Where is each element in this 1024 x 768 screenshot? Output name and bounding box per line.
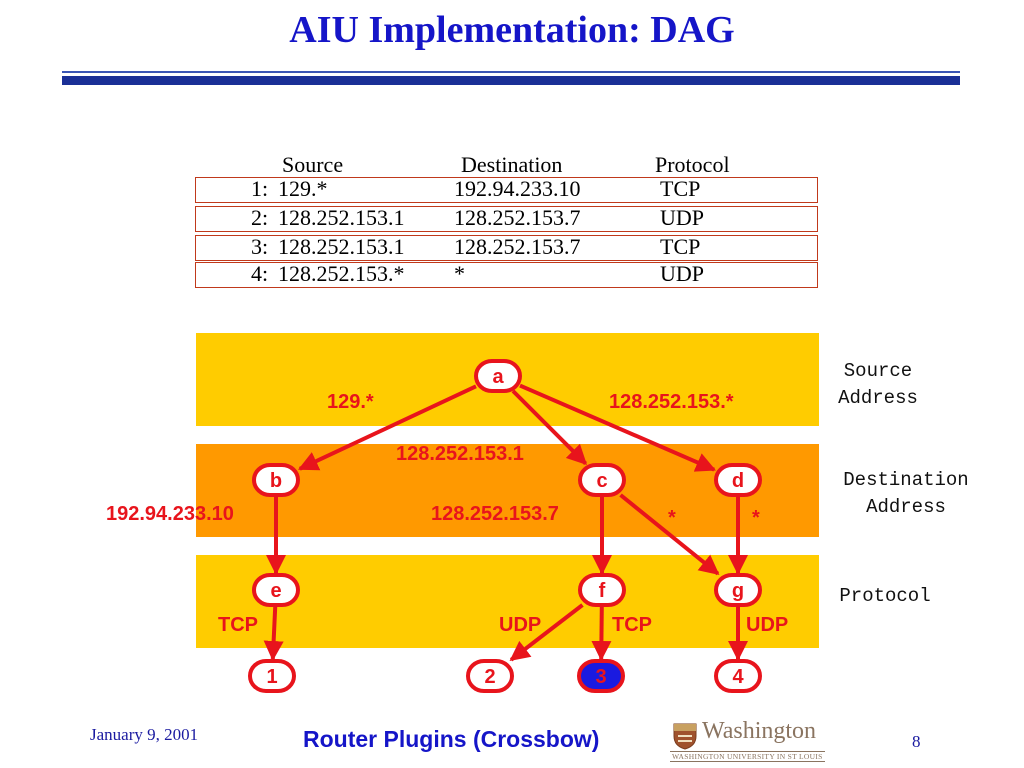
row-protocol: UDP xyxy=(660,205,705,230)
row-number: 4: xyxy=(251,261,269,286)
dag-node-label: f xyxy=(599,580,606,602)
row-source: 128.252.153.1 xyxy=(278,234,405,259)
dag-node-label: c xyxy=(596,470,607,492)
edge-label-c-g: * xyxy=(668,507,676,529)
row-protocol: TCP xyxy=(660,234,701,259)
row-number: 1: xyxy=(251,176,269,201)
edge-label-g-4: UDP xyxy=(746,614,789,636)
table-row: 1: 129.* 192.94.233.10 TCP xyxy=(195,176,818,203)
dag-node-label: 2 xyxy=(484,666,495,688)
dag-edge-e-1 xyxy=(263,604,284,661)
dag-edge-a-b xyxy=(298,384,477,471)
edge-label-c-f: 128.252.153.7 xyxy=(431,503,559,525)
edge-label-e-1: TCP xyxy=(218,614,258,636)
university-logo: Washington WASHINGTON UNIVERSITY IN ST L… xyxy=(670,718,835,762)
dag-edges xyxy=(263,383,748,662)
table-row: 4: 128.252.153.* * UDP xyxy=(195,261,818,288)
logo-subtitle: WASHINGTON UNIVERSITY IN ST LOUIS xyxy=(670,751,825,762)
table-header-protocol: Protocol xyxy=(655,152,730,177)
edge-label-f-3: TCP xyxy=(612,614,652,636)
rounded-node-icon xyxy=(252,463,300,497)
row-protocol: UDP xyxy=(660,261,705,286)
row-destination: 128.252.153.7 xyxy=(454,234,581,259)
dag-node-label: e xyxy=(270,580,281,602)
dag-node-f: f xyxy=(578,573,626,607)
dag-node-3: 3 xyxy=(577,659,625,693)
edge-label-a-b: 129.* xyxy=(327,391,374,413)
level-label-destination: Destination Address xyxy=(843,469,969,518)
dag-edge-a-d xyxy=(519,383,717,472)
level-label-source: Source Address xyxy=(838,360,918,409)
dag-node-1: 1 xyxy=(248,659,296,693)
row-destination: 192.94.233.10 xyxy=(454,176,581,201)
dag-node-label: 4 xyxy=(732,666,744,688)
title-rule-top xyxy=(62,71,960,73)
row-destination: * xyxy=(454,261,465,286)
dag-node-b: b xyxy=(252,463,300,497)
title-rule-thick xyxy=(62,76,960,85)
edge-label-a-d: 128.252.153.* xyxy=(609,391,734,413)
dag-edge-f-3 xyxy=(591,604,612,661)
dag-node-g: g xyxy=(714,573,762,607)
edge-label-a-c: 128.252.153.1 xyxy=(396,443,524,465)
dag-node-label: a xyxy=(492,366,504,388)
dag-node-a: a xyxy=(474,359,522,393)
row-destination: 128.252.153.7 xyxy=(454,205,581,230)
level-label-protocol: Protocol xyxy=(839,585,931,607)
dag-node-c: c xyxy=(578,463,626,497)
table-row: 2: 128.252.153.1 128.252.153.7 UDP xyxy=(195,205,818,232)
rounded-node-icon xyxy=(474,359,522,393)
dag-node-label: d xyxy=(732,470,744,492)
logo-wordmark: Washington xyxy=(702,718,817,744)
dag-node-d: d xyxy=(714,463,762,497)
dag-node-4: 4 xyxy=(714,659,762,693)
footer-title: Router Plugins (Crossbow) xyxy=(303,726,600,752)
rounded-node-icon xyxy=(577,659,625,693)
rounded-node-icon xyxy=(248,659,296,693)
row-protocol: TCP xyxy=(660,176,701,201)
dag-node-label: 1 xyxy=(266,666,277,688)
dag-node-label: g xyxy=(732,580,744,602)
shield-icon xyxy=(673,723,697,750)
dag-node-e: e xyxy=(252,573,300,607)
row-source: 129.* xyxy=(278,176,328,201)
edge-label-b-e: 192.94.233.10 xyxy=(106,503,234,525)
page-number: 8 xyxy=(912,732,921,751)
table-header-source: Source xyxy=(282,152,344,177)
rounded-node-icon xyxy=(714,573,762,607)
dag-node-2: 2 xyxy=(466,659,514,693)
rounded-node-icon xyxy=(578,463,626,497)
rounded-node-icon xyxy=(466,659,514,693)
rounded-node-icon xyxy=(252,573,300,607)
dag-edge-c-g xyxy=(619,493,720,576)
rounded-node-icon xyxy=(714,463,762,497)
table-header-destination: Destination xyxy=(461,152,563,177)
row-number: 2: xyxy=(251,205,269,230)
dag-edge-f-2 xyxy=(509,603,584,662)
footer-date: January 9, 2001 xyxy=(90,725,199,744)
dag-node-label: b xyxy=(270,470,282,492)
row-source: 128.252.153.* xyxy=(278,261,405,286)
row-source: 128.252.153.1 xyxy=(278,205,405,230)
dag-node-label: 3 xyxy=(595,666,606,688)
table-row: 3: 128.252.153.1 128.252.153.7 TCP xyxy=(195,234,818,261)
dag-nodes: a b c d e f g 1 2 3 4 xyxy=(248,359,762,693)
slide-title: AIU Implementation: DAG xyxy=(289,9,735,51)
edge-label-f-2: UDP xyxy=(499,614,542,636)
row-number: 3: xyxy=(251,234,269,259)
rounded-node-icon xyxy=(578,573,626,607)
edge-label-d-g: * xyxy=(752,507,760,529)
dag-edge-a-c xyxy=(511,389,588,465)
rounded-node-icon xyxy=(714,659,762,693)
